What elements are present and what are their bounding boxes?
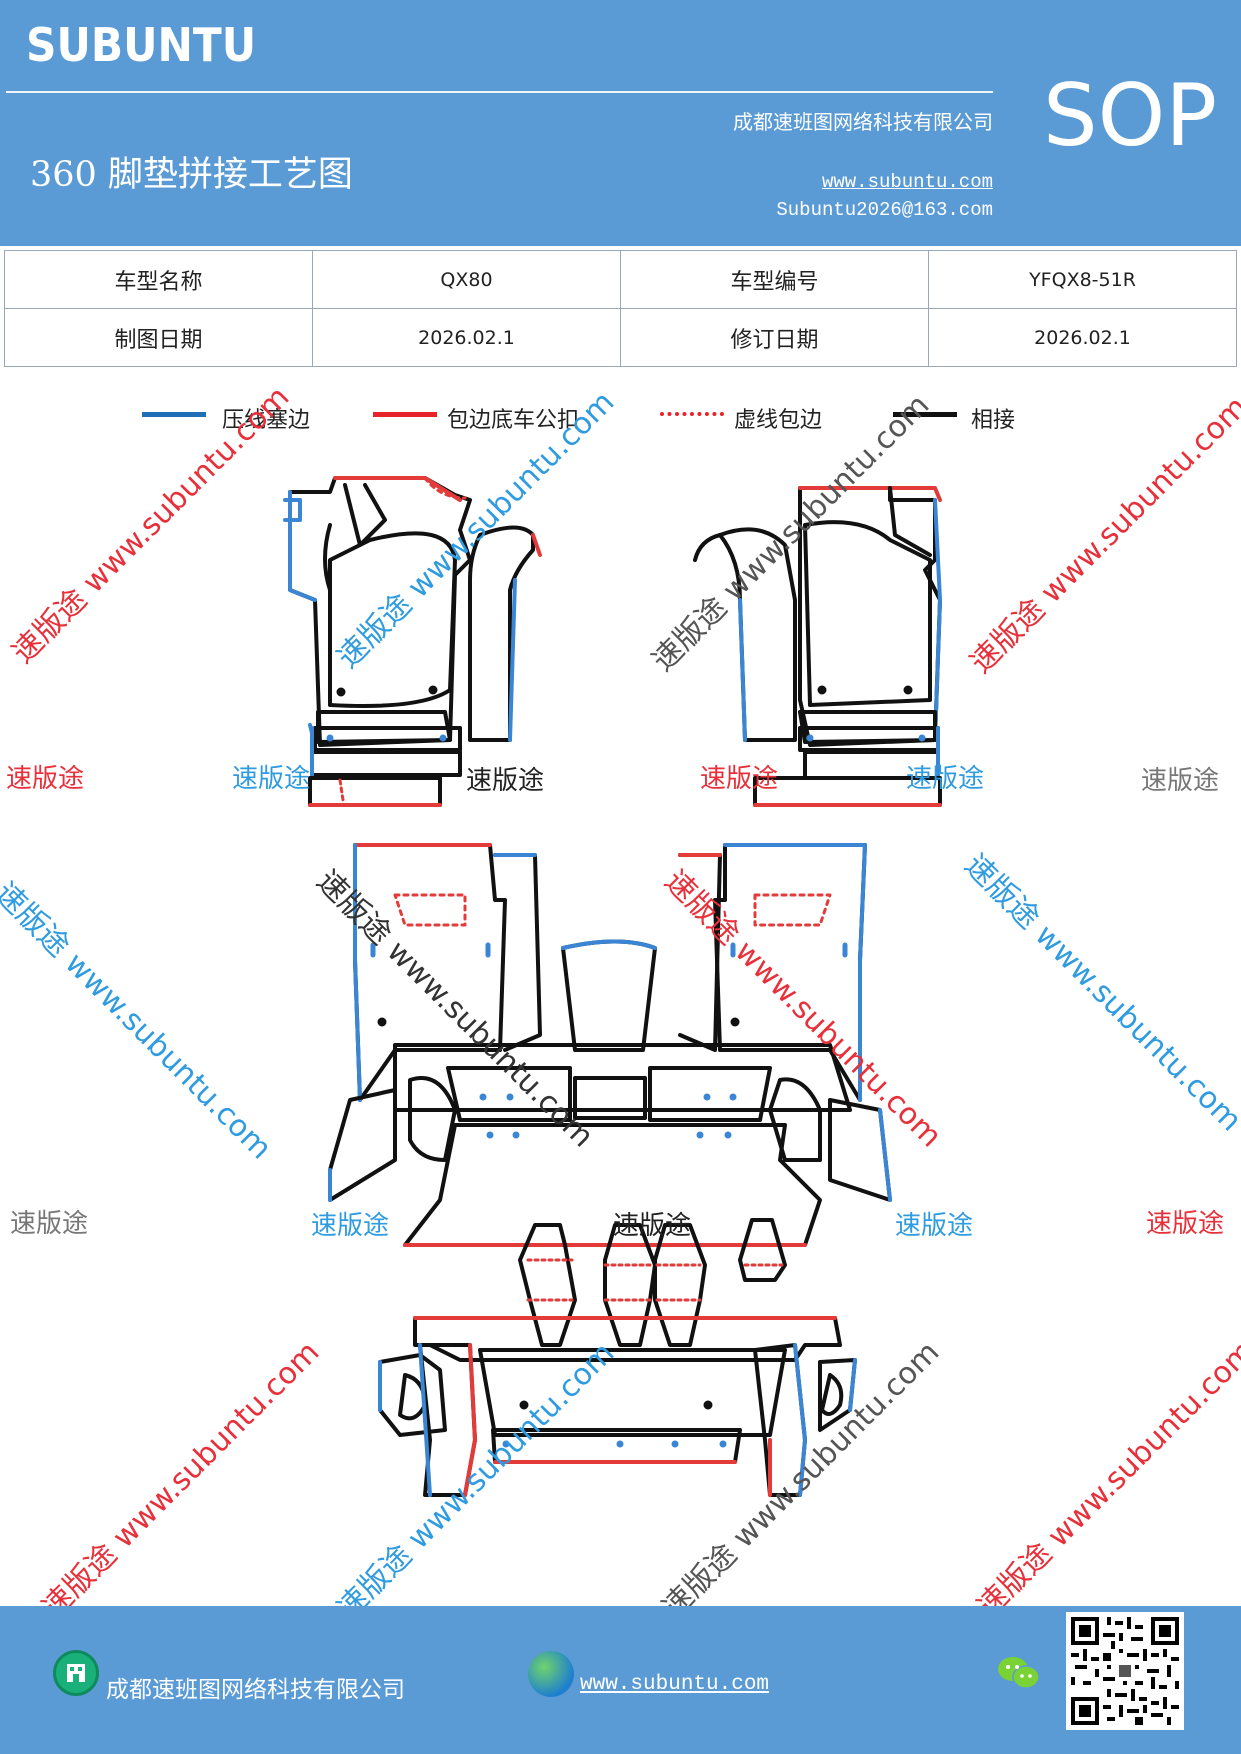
value-cell: YFQX8-51R	[928, 250, 1237, 309]
floor-mat-diagram	[283, 476, 942, 1497]
legend-label: 包边底车公扣	[447, 408, 580, 433]
qr-code-pattern	[1071, 1617, 1179, 1725]
company-name: 成都速班图网络科技有限公司	[733, 110, 993, 134]
second-row-mat	[328, 843, 892, 1247]
front-right-mat	[693, 486, 942, 807]
seat-buckle-pieces	[518, 1218, 787, 1347]
footer-website-link[interactable]: www.subuntu.com	[580, 1673, 770, 1696]
label-cell: 车型编号	[620, 250, 929, 309]
vehicle-info-table: 车型名称 QX80 车型编号 YFQX8-51R 制图日期 2026.02.1 …	[4, 250, 1237, 367]
third-row-mat	[378, 1316, 857, 1497]
front-left-mat	[283, 476, 542, 807]
legend-label: 虚线包边	[734, 408, 823, 433]
legend-swatch-blue	[142, 412, 206, 417]
sop-badge: SOP	[1043, 66, 1218, 166]
building-glyph	[67, 1664, 85, 1682]
label-cell: 车型名称	[4, 250, 313, 309]
table-row: 车型名称 QX80 车型编号 YFQX8-51R	[4, 250, 1237, 309]
value-cell: 2026.02.1	[312, 308, 621, 367]
value-cell: QX80	[312, 250, 621, 309]
label-cell: 修订日期	[620, 308, 929, 367]
globe-icon	[528, 1651, 574, 1697]
table-row: 制图日期 2026.02.1 修订日期 2026.02.1	[4, 308, 1237, 367]
wechat-glyph	[998, 1657, 1040, 1689]
email-address[interactable]: Subuntu2026@163.com	[776, 199, 993, 221]
footer-company-name: 成都速班图网络科技有限公司	[106, 1677, 405, 1703]
header-banner: SUBUNTU 360 脚垫拼接工艺图 成都速班图网络科技有限公司 www.su…	[0, 0, 1241, 246]
wechat-icon[interactable]	[996, 1653, 1042, 1693]
header-divider	[6, 91, 993, 93]
legend-swatch-black	[893, 412, 957, 417]
website-link[interactable]: www.subuntu.com	[821, 171, 993, 193]
qr-code	[1066, 1612, 1184, 1730]
brand-logo: SUBUNTU	[26, 18, 257, 72]
value-cell: 2026.02.1	[928, 308, 1237, 367]
legend-label: 压线塞边	[222, 408, 311, 433]
label-cell: 制图日期	[4, 308, 313, 367]
line-legend: 压线塞边 包边底车公扣 虚线包边 相接	[0, 398, 1241, 438]
legend-label: 相接	[971, 408, 1016, 433]
legend-swatch-red	[373, 412, 437, 417]
building-icon	[53, 1650, 99, 1696]
legend-swatch-red-dotted	[660, 412, 724, 416]
page-title: 360 脚垫拼接工艺图	[30, 155, 353, 195]
